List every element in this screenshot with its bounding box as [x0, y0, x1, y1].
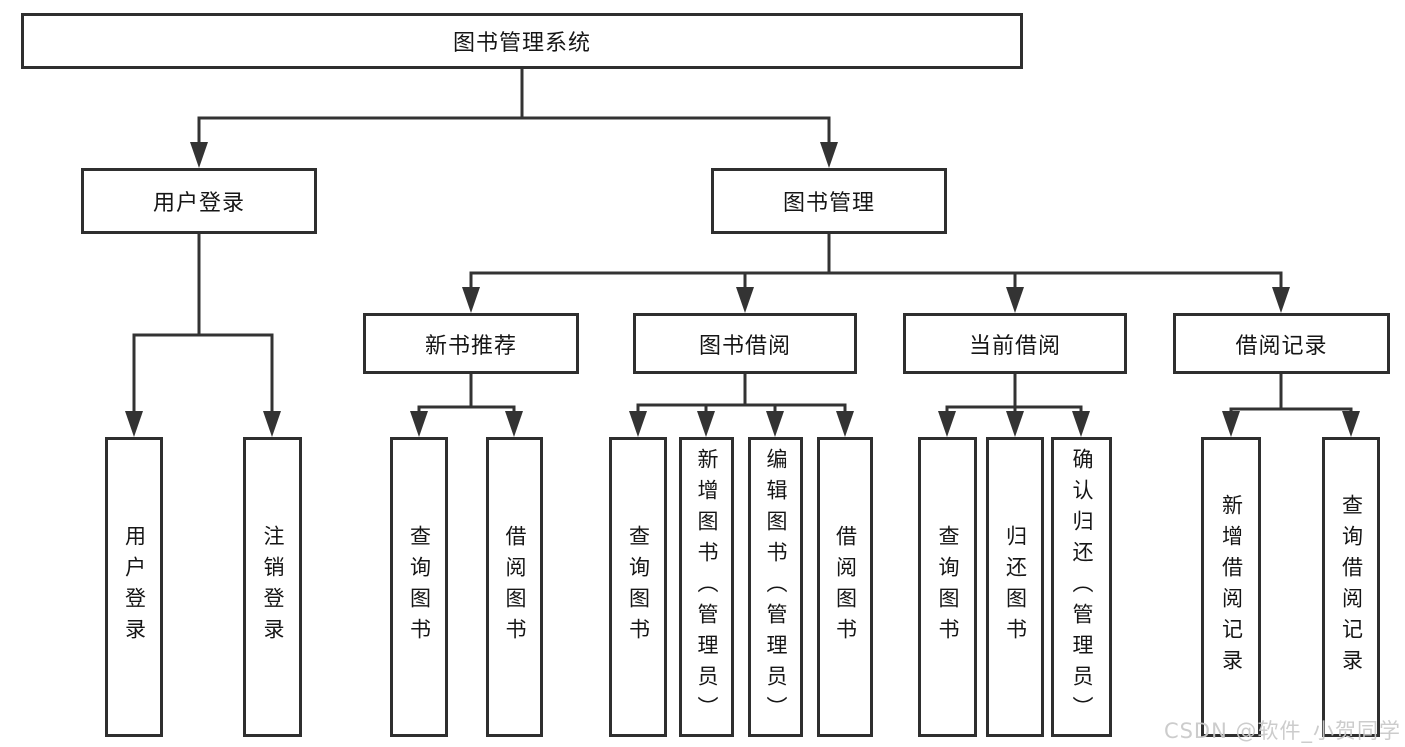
node-borrow-record: 借阅记录	[1173, 313, 1390, 374]
node-user-login: 用户登录	[81, 168, 317, 234]
arrowheads	[125, 142, 1360, 437]
leaf-return-book: 归还图书	[986, 437, 1044, 737]
leaf-query-borrow-record: 查询借阅记录	[1322, 437, 1380, 737]
leaf-query-book-3: 查询图书	[918, 437, 977, 737]
leaf-logout: 注销登录	[243, 437, 302, 737]
leaf-user-login: 用户登录	[105, 437, 163, 737]
leaf-label: 查询图书	[407, 525, 432, 649]
leaf-borrow-book-2: 借阅图书	[817, 437, 873, 737]
leaf-edit-book-admin: 编辑图书（管理员）	[748, 437, 803, 737]
leaf-label: 借阅图书	[833, 525, 858, 649]
csdn-watermark: CSDN @软件_小贺同学	[1163, 719, 1401, 743]
leaf-label: 归还图书	[1003, 525, 1028, 649]
leaf-label: 新增借阅记录	[1219, 494, 1244, 680]
node-root-system: 图书管理系统	[21, 13, 1023, 69]
leaf-query-book-1: 查询图书	[390, 437, 448, 737]
leaf-confirm-return-admin: 确认归还（管理员）	[1051, 437, 1112, 737]
leaf-label: 编辑图书（管理员）	[764, 447, 788, 727]
leaf-label: 确认归还（管理员）	[1070, 447, 1094, 727]
leaf-label: 查询图书	[936, 525, 960, 649]
node-new-book-recommend: 新书推荐	[363, 313, 579, 374]
leaf-label: 用户登录	[122, 525, 147, 649]
leaf-label: 注销登录	[261, 525, 285, 649]
node-current-borrow: 当前借阅	[903, 313, 1127, 374]
leaf-add-borrow-record: 新增借阅记录	[1201, 437, 1261, 737]
leaf-label: 借阅图书	[503, 525, 527, 649]
node-book-borrow: 图书借阅	[633, 313, 857, 374]
node-book-management: 图书管理	[711, 168, 947, 234]
leaf-label: 查询图书	[626, 525, 651, 649]
leaf-add-book-admin: 新增图书（管理员）	[679, 437, 734, 737]
leaf-query-book-2: 查询图书	[609, 437, 667, 737]
leaf-label: 查询借阅记录	[1339, 494, 1364, 680]
leaf-borrow-book-1: 借阅图书	[486, 437, 543, 737]
leaf-label: 新增图书（管理员）	[695, 447, 719, 727]
